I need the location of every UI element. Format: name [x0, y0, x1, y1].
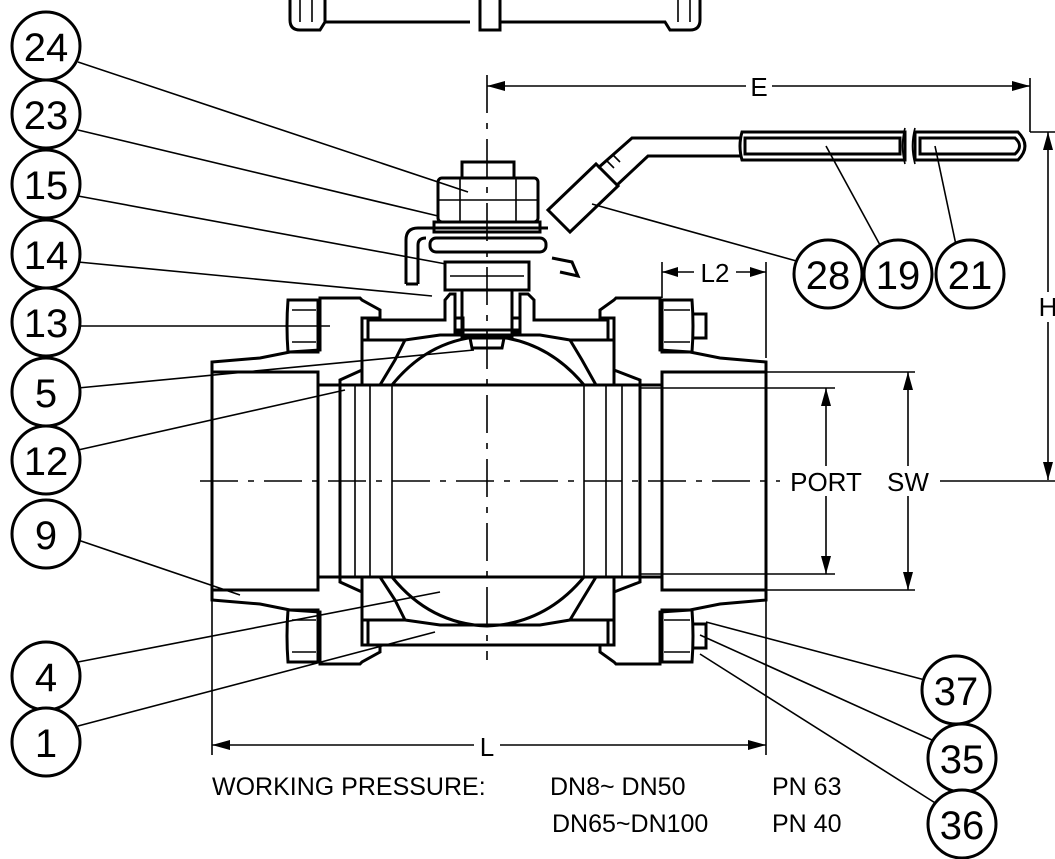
callout-label-15: 15	[24, 164, 69, 208]
callouts: 24 23 15 14 13 5 12 9 4 1 28 19 21 37 35…	[10, 10, 1006, 859]
seat-lower-left	[360, 575, 408, 622]
callout-label-13: 13	[24, 302, 69, 346]
dimension-l-label: L	[480, 732, 494, 762]
callout-bubble	[10, 78, 82, 150]
callout-label-24: 24	[24, 26, 69, 70]
valve-body	[210, 127, 1027, 666]
callout-label-36: 36	[940, 804, 985, 848]
callout-label-19: 19	[876, 254, 921, 298]
callout-label-35: 35	[940, 738, 985, 782]
callout-bubble	[10, 286, 82, 358]
seat-upper-left	[360, 338, 408, 387]
dimension-port-label: PORT	[790, 467, 862, 497]
callout-label-23: 23	[24, 94, 69, 138]
right-bolts	[660, 298, 708, 664]
callout-label-12: 12	[24, 440, 69, 484]
callout-bubble	[10, 424, 82, 496]
center-body-upper	[366, 292, 610, 342]
seat-lower-right	[567, 575, 616, 622]
ball-upper	[388, 334, 588, 387]
note-pressure-2: PN 40	[772, 810, 841, 838]
ball-lower	[388, 575, 588, 628]
callout-label-14: 14	[24, 234, 69, 278]
callout-bubble	[10, 148, 82, 220]
callout-label-1: 1	[35, 722, 57, 766]
note-range-1: DN8~ DN50	[550, 773, 685, 801]
handle	[404, 127, 1027, 286]
note-range-2: DN65~DN100	[552, 810, 708, 838]
leader-lines	[77, 61, 957, 807]
callout-label-5: 5	[35, 372, 57, 416]
stem-assembly	[428, 160, 548, 340]
working-pressure-note: WORKING PRESSURE: DN8~ DN50 PN 63 DN65~D…	[212, 773, 841, 838]
callout-label-4: 4	[35, 656, 57, 700]
dimension-e-label: E	[750, 72, 767, 102]
note-pressure-1: PN 63	[772, 773, 841, 801]
note-heading: WORKING PRESSURE:	[212, 773, 486, 801]
callout-bubble	[934, 238, 1006, 310]
callout-bubble	[926, 788, 998, 859]
callout-bubble	[792, 238, 864, 310]
dimension-sw-label: SW	[887, 467, 929, 497]
seat-upper-right	[567, 338, 616, 387]
callout-label-9: 9	[35, 514, 57, 558]
callout-label-28: 28	[806, 254, 851, 298]
callout-bubble	[862, 238, 934, 310]
dimension-labels: E H L L2 PORT SW	[474, 72, 1055, 762]
top-view-fragment	[288, 0, 702, 32]
dimension-l2-label: L2	[701, 258, 730, 288]
callout-bubble	[10, 706, 82, 778]
dimension-lines	[211, 78, 1055, 755]
callout-bubble	[10, 498, 82, 570]
callout-label-37: 37	[934, 670, 979, 714]
center-body-lower	[366, 618, 610, 647]
callout-label-21: 21	[948, 254, 993, 298]
dimension-h-label: H	[1039, 292, 1055, 322]
